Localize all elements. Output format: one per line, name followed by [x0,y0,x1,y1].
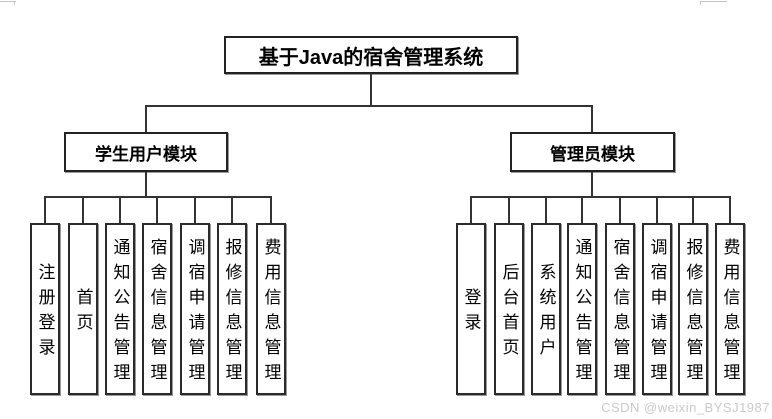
child-box-label: 报修信息管理 [222,238,242,388]
watermark: CSDN @weixin_BYSJ1987 [601,400,770,415]
connector-line [44,196,272,198]
connector-line [119,196,121,224]
child-box-dorm-info-mgmt: 宿舍信息管理 [142,223,172,395]
connector-line [619,196,621,224]
child-box-repair-info-mgmt: 报修信息管理 [217,223,247,395]
connector-line [729,196,731,224]
child-box-notice-mgmt: 通知公告管理 [105,223,135,395]
child-box-label: 通知公告管理 [572,238,592,388]
child-box-dorm-change-mgmt: 调宿申请管理 [180,223,210,395]
child-box-register-login: 注册登录 [30,223,60,395]
connector-line [508,196,510,224]
connector-line [591,105,593,133]
child-box-fee-info-mgmt-admin: 费用信息管理 [715,223,745,395]
root-node-title-box: 基于Java的宿舍管理系统 [224,36,518,74]
child-box-label: 后台首页 [499,263,519,363]
connector-line [545,196,547,224]
child-box-label: 宿舍信息管理 [147,238,167,388]
child-box-dorm-change-mgmt-admin: 调宿申请管理 [642,223,672,395]
child-box-label: 调宿申请管理 [647,238,667,388]
module-label: 学生用户模块 [95,144,197,164]
connector-line [82,196,84,224]
child-box-repair-info-mgmt-admin: 报修信息管理 [678,223,708,395]
child-box-label: 首页 [73,288,93,338]
connector-line [231,196,233,224]
connector-line [470,196,731,198]
connector-line [194,196,196,224]
child-box-label: 登录 [461,288,481,338]
child-box-label: 报修信息管理 [683,238,703,388]
child-box-label: 通知公告管理 [110,238,130,388]
connector-line [145,105,147,133]
module-box-admin: 管理员模块 [510,132,675,172]
diagram-title: 基于Java的宿舍管理系统 [258,46,484,69]
connector-line [145,105,593,107]
child-box-label: 调宿申请管理 [185,238,205,388]
cropped-edge-fragment-right-tick [700,1,701,5]
module-box-student: 学生用户模块 [64,132,228,172]
connector-line [656,196,658,224]
child-box-system-users: 系统用户 [531,223,561,395]
connector-line [470,196,472,224]
connector-line [370,73,372,106]
child-box-label: 费用信息管理 [720,238,740,388]
connector-line [145,172,147,197]
child-box-label: 系统用户 [536,263,556,363]
child-box-home: 首页 [68,223,98,395]
connector-line [270,196,272,224]
child-box-fee-info-mgmt: 费用信息管理 [256,223,286,395]
child-box-label: 注册登录 [35,263,55,363]
connector-line [44,196,46,224]
connector-line [156,196,158,224]
cropped-edge-fragment-left-tick [14,1,15,5]
cropped-edge-fragment-left [0,1,16,2]
connector-line [692,196,694,224]
child-box-login: 登录 [456,223,486,395]
module-label: 管理员模块 [550,144,635,164]
connector-line [591,172,593,197]
child-box-label: 宿舍信息管理 [610,238,630,388]
cropped-edge-fragment-right [700,1,727,2]
child-box-label: 费用信息管理 [261,238,281,388]
child-box-notice-mgmt-admin: 通知公告管理 [567,223,597,395]
child-box-backend-home: 后台首页 [494,223,524,395]
child-box-dorm-info-mgmt-admin: 宿舍信息管理 [605,223,635,395]
connector-line [581,196,583,224]
